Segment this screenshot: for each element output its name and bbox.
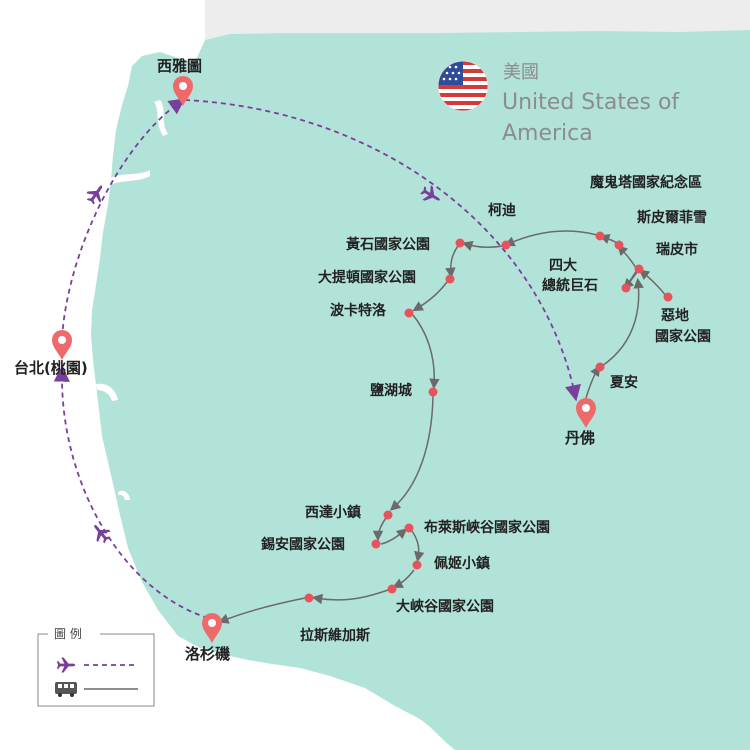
country-name-en-line2: America [502, 121, 593, 146]
usa-flag-icon [437, 60, 489, 112]
route-rapid-spearfish [617, 245, 637, 269]
stop-dot-yellowstone [455, 238, 465, 248]
city-label-seattle: 西雅圖 [157, 57, 202, 75]
sf-bay-inlet [96, 383, 118, 401]
stop-dot-cody [501, 240, 511, 250]
route-denver-cheyenne [585, 365, 601, 399]
stop-dot-spearfish [614, 240, 624, 250]
stop-label-cheyenne: 夏安 [610, 374, 638, 391]
legend: 圖 例 [37, 627, 155, 707]
stop-dot-devils-tower [595, 231, 605, 241]
stop-label-page: 佩姬小鎮 [434, 555, 490, 572]
stop-label-grand-teton: 大提頓國家公園 [318, 269, 416, 286]
stop-dot-grand-canyon [387, 584, 397, 594]
flight-routes [53, 98, 581, 619]
stop-label-cody: 柯迪 [488, 202, 516, 219]
route-vegas-losangeles [218, 597, 306, 624]
route-yellowstone-teton [445, 245, 459, 279]
columbia-inlet [110, 170, 150, 184]
stop-dot-cheyenne [595, 362, 605, 372]
city-label-losangeles: 洛杉磯 [185, 645, 230, 663]
route-cheyenne-badlands [601, 277, 644, 367]
stop-dot-rapid-city [634, 264, 644, 274]
stop-label-spearfish: 斯皮爾菲雪 [637, 209, 707, 226]
route-page-grandcanyon [392, 569, 415, 588]
stop-label-rapid-city: 瑞皮市 [656, 241, 698, 258]
stop-dot-pocatello [404, 308, 414, 318]
ground-routes [218, 230, 667, 624]
stop-label-badlands-line1: 惡地 [661, 307, 689, 324]
route-grandcanyon-vegas [311, 589, 389, 605]
stop-label-rushmore-line2: 總統巨石 [542, 277, 598, 294]
stop-label-salt-lake: 鹽湖城 [370, 382, 412, 399]
stop-dot-zion [371, 539, 381, 549]
flight-losangeles-taipei [53, 365, 209, 619]
stop-dot-grand-teton [445, 274, 455, 284]
stop-label-yellowstone: 黃石國家公園 [345, 236, 430, 253]
stop-dots [304, 231, 673, 603]
northern-region [205, 0, 750, 40]
flight-seattle-denver [184, 99, 581, 402]
stop-dot-cedar-city [383, 510, 393, 520]
legend-title: 圖 例 [54, 627, 82, 641]
route-cedar-zion [372, 517, 387, 542]
stop-label-zion: 錫安國家公園 [261, 536, 345, 553]
route-teton-pocatello [412, 281, 448, 312]
stop-dot-page [412, 560, 422, 570]
stop-label-pocatello: 波卡特洛 [330, 302, 387, 319]
stop-label-grand-canyon: 大峽谷國家公園 [396, 598, 494, 615]
stop-label-rushmore-line1: 四大 [549, 257, 577, 274]
stop-label-badlands-line2: 國家公園 [655, 328, 711, 345]
route-zion-bryce [380, 528, 408, 545]
southern-coast-inlet [118, 490, 130, 500]
stop-dot-rushmore [621, 283, 631, 293]
land-mass [91, 0, 750, 750]
city-label-taipei: 台北(桃園) [14, 359, 88, 377]
stop-dot-salt-lake [428, 387, 438, 397]
country-name-zh: 美國 [503, 62, 539, 83]
route-cody-yellowstone [462, 241, 504, 251]
route-saltlake-cedar [389, 395, 434, 511]
stop-label-devils-tower: 魔鬼塔國家紀念區 [590, 174, 702, 191]
stop-dot-badlands [663, 292, 673, 302]
stop-label-cedar-city: 西達小鎮 [305, 504, 361, 521]
country-name-en-line1: United States of [502, 90, 680, 115]
stop-dot-bryce [404, 523, 414, 533]
route-badlands-rapid [638, 269, 667, 297]
stop-dot-las-vegas [304, 593, 314, 603]
route-bryce-page [411, 530, 425, 563]
city-label-denver: 丹佛 [565, 429, 595, 447]
route-devils-cody [504, 230, 598, 247]
stop-label-las-vegas: 拉斯維加斯 [300, 627, 370, 644]
bus-icon [55, 682, 77, 697]
stop-label-bryce: 布萊斯峽谷國家公園 [424, 519, 550, 536]
route-pocatello-saltlake [411, 313, 440, 390]
